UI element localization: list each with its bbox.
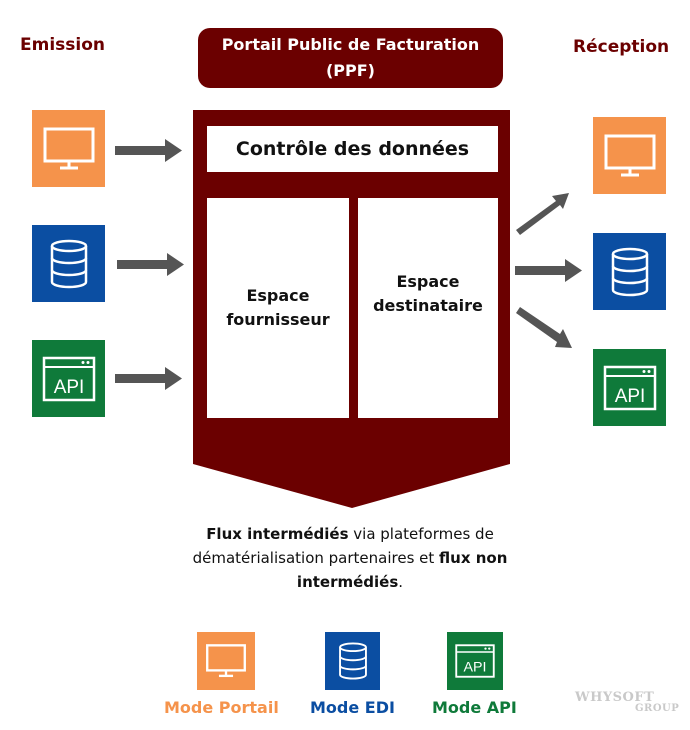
espace-fournisseur-panel: Espace fournisseur (207, 198, 349, 418)
caption-bold-2: flux non intermédiés (296, 549, 508, 591)
monitor-icon (206, 644, 246, 678)
database-icon (338, 642, 367, 680)
brand-name: WHYSOFT (575, 690, 655, 705)
espace-destinataire-line1: Espace (396, 272, 460, 291)
emission-api-tile: API (32, 340, 105, 417)
reception-api-tile: API (593, 349, 666, 426)
database-icon (50, 239, 87, 288)
reception-heading: Réception (573, 37, 670, 57)
arrow-emission-2-head (167, 253, 184, 276)
arrow-reception-2 (515, 266, 567, 275)
controle-donnees-panel: Contrôle des données (207, 126, 498, 172)
legend-edi-label: Mode EDI (310, 698, 395, 717)
caption-text-1: via plateformes de dématérialisation par… (192, 525, 494, 567)
espace-fournisseur-line2: fournisseur (226, 310, 330, 329)
database-icon (611, 247, 648, 296)
legend-edi-tile (325, 632, 380, 690)
caption-text-2: . (398, 573, 404, 591)
espace-fournisseur-line1: Espace (246, 286, 310, 305)
arrow-reception-3 (516, 307, 572, 348)
arrow-emission-2 (117, 260, 169, 269)
whysoft-logo: WHYSOFT GROUP (575, 690, 679, 714)
brand-sub: GROUP (635, 703, 680, 714)
arrow-reception-1 (516, 193, 569, 235)
legend-portail-label: Mode Portail (164, 698, 279, 717)
reception-portail-tile (593, 117, 666, 194)
monitor-icon (604, 134, 655, 176)
reception-edi-tile (593, 233, 666, 310)
espace-destinataire-panel: Espace destinataire (358, 198, 498, 418)
api-window-icon: API (455, 644, 495, 678)
legend-api-label: Mode API (432, 698, 517, 717)
monitor-icon (43, 127, 94, 169)
legend-portail-tile (197, 632, 255, 690)
emission-heading: Emission (20, 35, 105, 55)
api-window-icon: API (603, 365, 656, 410)
ppf-title-line1: Portail Public de Facturation (221, 35, 480, 54)
emission-portail-tile (32, 110, 105, 187)
api-window-icon: API (42, 356, 95, 401)
caption-bold-1: Flux intermédiés (206, 525, 349, 543)
ppf-title: Portail Public de Facturation (PPF) (198, 28, 503, 88)
arrow-emission-3 (115, 374, 167, 383)
arrow-emission-1-head (165, 139, 182, 162)
controle-donnees-label: Contrôle des données (235, 138, 470, 160)
arrow-reception-2-head (565, 259, 582, 282)
api-icon-text: API (614, 386, 645, 407)
emission-arrows (115, 139, 184, 390)
api-icon-text: API (53, 377, 84, 398)
arrow-emission-1 (115, 146, 167, 155)
emission-edi-tile (32, 225, 105, 302)
espace-destinataire-line2: destinataire (373, 296, 483, 315)
ppf-title-line2: (PPF) (325, 61, 375, 80)
api-icon-text: API (464, 660, 487, 676)
flux-caption: Flux intermédiés via plateformes de déma… (190, 522, 510, 594)
reception-arrows (515, 193, 582, 348)
arrow-emission-3-head (165, 367, 182, 390)
legend-api-tile: API (447, 632, 503, 690)
